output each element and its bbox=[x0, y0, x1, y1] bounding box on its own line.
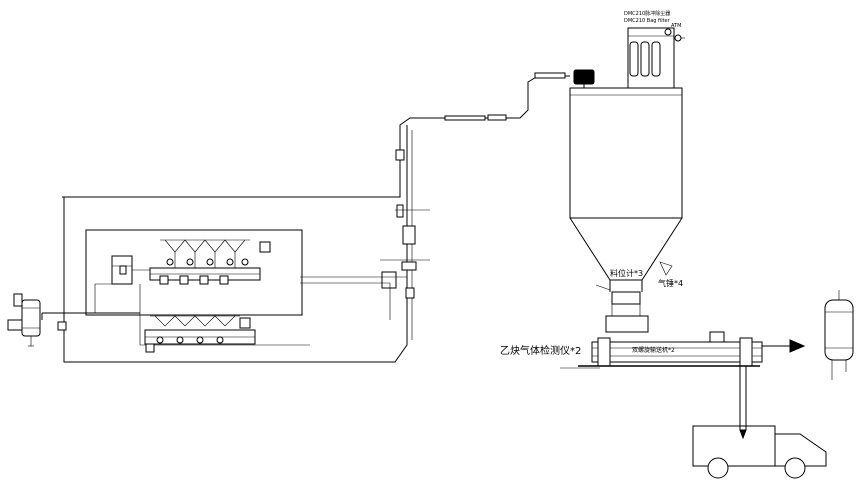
level-gauge-label: 料位计*3 bbox=[610, 268, 643, 278]
storage-silo bbox=[569, 69, 683, 292]
filter-title-en: DMC210 Bag filter bbox=[624, 18, 671, 24]
main-pipe-loop bbox=[41, 72, 570, 363]
lower-dosing-station bbox=[140, 315, 310, 353]
gas-detector-label: 乙炔气体检测仪*2 bbox=[500, 344, 581, 357]
gas-tank bbox=[824, 290, 854, 380]
screw-conveyor bbox=[560, 291, 806, 440]
screw-conveyor-label: 双螺旋输送机*2 bbox=[632, 346, 675, 354]
upper-hoppers bbox=[160, 239, 250, 268]
atm-label: ATM bbox=[671, 23, 681, 29]
left-tank-unit bbox=[7, 293, 67, 347]
filter-title-cn: DMC210脉冲除尘器 bbox=[624, 10, 670, 17]
bag-filter bbox=[627, 27, 685, 89]
truck bbox=[692, 425, 827, 479]
air-hammer-label: 气锤*4 bbox=[658, 278, 683, 288]
lower-hoppers bbox=[150, 315, 240, 344]
upper-dosing-station bbox=[85, 229, 303, 345]
